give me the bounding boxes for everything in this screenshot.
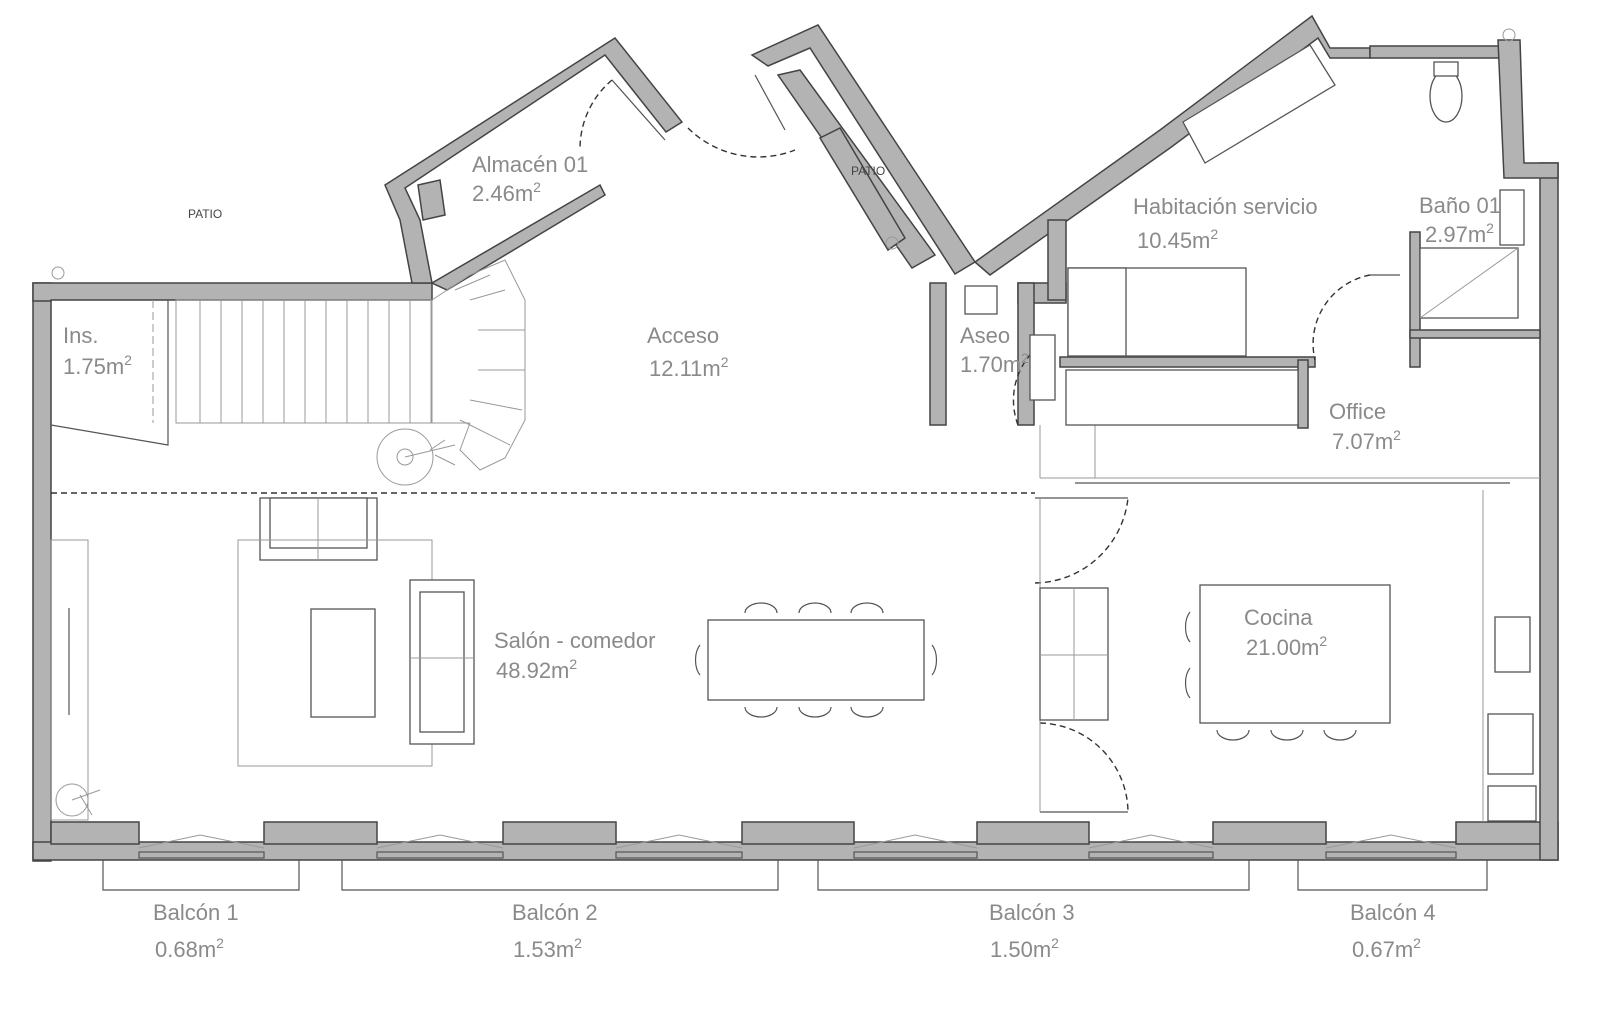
room-area: 1.70m xyxy=(960,352,1021,377)
chair xyxy=(850,706,884,718)
balcony-name: Balcón 2 xyxy=(512,900,598,925)
balcony-labels: Balcón 1 0.68m2 Balcón 2 1.53m2 Balcón 3… xyxy=(153,900,1436,962)
room-bano: Baño 01 2.97m2 xyxy=(1419,193,1501,247)
chair xyxy=(850,602,884,614)
svg-text:2.97m2: 2.97m2 xyxy=(1425,220,1494,247)
patio-labels: PATIO PATIO xyxy=(188,164,885,221)
room-aseo: Aseo 1.70m2 xyxy=(960,323,1029,377)
balcony-4: Balcón 4 0.67m2 xyxy=(1350,900,1436,962)
room-almacen: Almacén 01 2.46m2 xyxy=(472,152,588,206)
balcony-outlines xyxy=(102,860,1488,891)
balcony-area: 1.50m xyxy=(990,937,1051,962)
room-name: Salón - comedor xyxy=(494,628,655,653)
room-area: 48.92m xyxy=(496,658,569,683)
room-area: 1.75m xyxy=(63,354,124,379)
patio-middle-label: PATIO xyxy=(851,164,885,178)
balcony-area: 0.68m xyxy=(155,937,216,962)
svg-text:12.11m2: 12.11m2 xyxy=(649,354,729,381)
room-name: Habitación servicio xyxy=(1133,194,1318,219)
room-name: Aseo xyxy=(960,323,1010,348)
patio-left-label: PATIO xyxy=(188,207,222,221)
svg-text:7.07m2: 7.07m2 xyxy=(1332,427,1401,454)
svg-text:1.70m2: 1.70m2 xyxy=(960,350,1029,377)
room-cocina: Cocina 21.00m2 xyxy=(1244,605,1327,660)
room-name: Cocina xyxy=(1244,605,1313,630)
balcony-3: Balcón 3 1.50m2 xyxy=(989,900,1075,962)
room-name: Office xyxy=(1329,399,1386,424)
chair xyxy=(744,602,778,614)
chair xyxy=(798,602,832,614)
balcony-name: Balcón 1 xyxy=(153,900,239,925)
room-name: Baño 01 xyxy=(1419,193,1501,218)
room-name: Almacén 01 xyxy=(472,152,588,177)
room-area: 10.45m xyxy=(1137,228,1210,253)
room-name: Ins. xyxy=(63,323,98,348)
chair xyxy=(1216,729,1250,741)
partitions xyxy=(1039,425,1540,822)
room-office: Office 7.07m2 xyxy=(1329,399,1401,454)
walls xyxy=(32,14,1559,862)
room-area: 12.11m xyxy=(649,356,721,381)
room-name: Acceso xyxy=(647,323,719,348)
room-salon: Salón - comedor 48.92m2 xyxy=(494,628,655,683)
balcony-1: Balcón 1 0.68m2 xyxy=(153,900,239,962)
svg-text:1.50m2: 1.50m2 xyxy=(990,935,1059,962)
balcony-area: 0.67m xyxy=(1352,937,1413,962)
room-acceso: Acceso 12.11m2 xyxy=(647,323,729,381)
chair xyxy=(744,706,778,718)
balcony-2: Balcón 2 1.53m2 xyxy=(512,900,598,962)
svg-text:0.67m2: 0.67m2 xyxy=(1352,935,1421,962)
balcony-area: 1.53m xyxy=(513,937,574,962)
staircase xyxy=(50,259,526,471)
chair xyxy=(1270,729,1304,741)
room-ins: Ins. 1.75m2 xyxy=(63,323,132,379)
room-area: 2.46m xyxy=(472,181,533,206)
room-area: 7.07m xyxy=(1332,429,1393,454)
chair xyxy=(1323,729,1357,741)
svg-text:0.68m2: 0.68m2 xyxy=(155,935,224,962)
balcony-name: Balcón 4 xyxy=(1350,900,1436,925)
svg-text:48.92m2: 48.92m2 xyxy=(496,656,577,683)
svg-text:1.53m2: 1.53m2 xyxy=(513,935,582,962)
doors xyxy=(579,74,1400,813)
room-area: 2.97m xyxy=(1425,222,1486,247)
svg-text:2.46m2: 2.46m2 xyxy=(472,179,541,206)
room-habitacion: Habitación servicio 10.45m2 xyxy=(1133,194,1318,253)
balcony-name: Balcón 3 xyxy=(989,900,1075,925)
svg-text:10.45m2: 10.45m2 xyxy=(1137,226,1218,253)
bottom-windows xyxy=(138,834,1457,859)
svg-text:21.00m2: 21.00m2 xyxy=(1246,633,1327,660)
furniture xyxy=(50,28,1537,822)
svg-text:1.75m2: 1.75m2 xyxy=(63,352,132,379)
chair xyxy=(798,706,832,718)
room-area: 21.00m xyxy=(1246,635,1319,660)
room-labels: Almacén 01 2.46m2 Ins. 1.75m2 Acceso 12.… xyxy=(63,152,1501,683)
